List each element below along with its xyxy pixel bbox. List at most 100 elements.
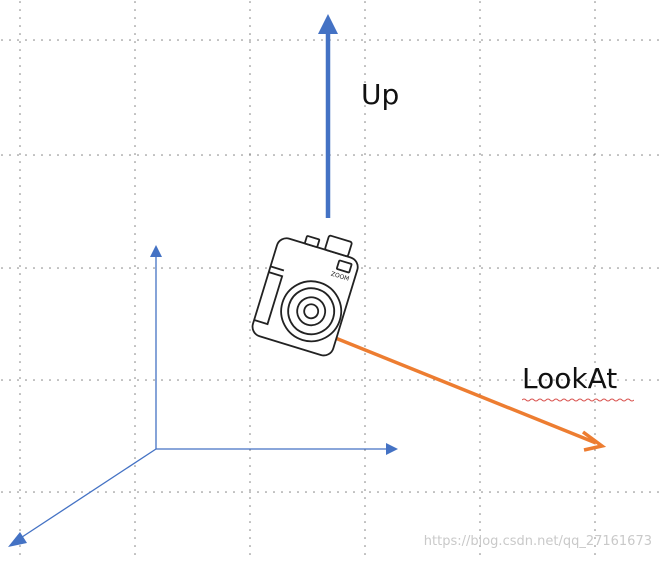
grid-dot	[281, 491, 283, 493]
grid-dot	[153, 267, 155, 269]
lookat-arrow-head	[581, 430, 607, 452]
axis-horizontal-arrowhead	[386, 443, 398, 455]
grid-dot	[241, 39, 243, 41]
grid-dot	[481, 379, 483, 381]
grid-dot	[479, 457, 481, 459]
grid-dot	[249, 353, 251, 355]
grid-dot	[479, 129, 481, 131]
grid-dot	[134, 513, 136, 515]
grid-dot	[479, 521, 481, 523]
grid-dot	[134, 457, 136, 459]
grid-dot	[19, 185, 21, 187]
grid-dot	[113, 154, 115, 156]
grid-dot	[265, 39, 267, 41]
grid-dot	[513, 379, 515, 381]
grid-dot	[249, 89, 251, 91]
grid-dot	[594, 209, 596, 211]
grid-dot	[129, 154, 131, 156]
grid-dot	[345, 379, 347, 381]
grid-dot	[377, 39, 379, 41]
grid-dot	[364, 481, 366, 483]
grid-dot	[161, 267, 163, 269]
grid-dot	[457, 491, 459, 493]
grid-dot	[593, 267, 595, 269]
lookat-label-text: LookAt	[522, 362, 618, 395]
grid-dot	[529, 39, 531, 41]
grid-dot	[249, 553, 251, 555]
grid-dot	[305, 379, 307, 381]
grid-dot	[249, 321, 251, 323]
grid-dot	[134, 1, 136, 3]
grid-dot	[553, 154, 555, 156]
grid-dot	[479, 9, 481, 11]
grid-dot	[497, 154, 499, 156]
grid-dot	[594, 393, 596, 395]
grid-dot	[17, 39, 19, 41]
grid-dot	[19, 497, 21, 499]
grid-dot	[297, 39, 299, 41]
grid-dot	[449, 267, 451, 269]
grid-dot	[364, 497, 366, 499]
grid-dot	[19, 449, 21, 451]
grid-dot	[594, 465, 596, 467]
grid-dot	[65, 379, 67, 381]
grid-dot	[479, 217, 481, 219]
grid-dot	[497, 491, 499, 493]
grid-dot	[625, 491, 627, 493]
grid-dot	[134, 17, 136, 19]
grid-dot	[129, 379, 131, 381]
grid-dot	[321, 39, 323, 41]
grid-dot	[594, 265, 596, 267]
lookat-arrow-shaft	[317, 329, 597, 445]
grid-dot	[594, 305, 596, 307]
grid-dot	[377, 491, 379, 493]
grid-dot	[134, 489, 136, 491]
grid-dot	[364, 529, 366, 531]
grid-dot	[19, 233, 21, 235]
grid-dot	[134, 497, 136, 499]
grid-dot	[641, 154, 643, 156]
grid-dot	[81, 267, 83, 269]
grid-dot	[249, 241, 251, 243]
grid-dot	[364, 137, 366, 139]
grid-dot	[1, 39, 3, 41]
grid-dot	[561, 491, 563, 493]
grid-dot	[594, 545, 596, 547]
grid-dot	[113, 491, 115, 493]
grid-dot	[105, 267, 107, 269]
grid-dot	[364, 489, 366, 491]
grid-dot	[364, 17, 366, 19]
grid-dot	[177, 154, 179, 156]
grid-dot	[249, 361, 251, 363]
grid-dot	[321, 154, 323, 156]
grid-dot	[361, 267, 363, 269]
grid-dot	[73, 267, 75, 269]
grid-dot	[249, 521, 251, 523]
grid-dot	[134, 57, 136, 59]
grid-dot	[249, 377, 251, 379]
grid-dot	[481, 39, 483, 41]
grid-dot	[364, 225, 366, 227]
grid-dot	[537, 154, 539, 156]
grid-dot	[364, 289, 366, 291]
grid-dot	[134, 377, 136, 379]
grid-dot	[479, 161, 481, 163]
grid-dot	[479, 529, 481, 531]
grid-dot	[19, 105, 21, 107]
grid-dot	[33, 379, 35, 381]
grid-dot	[134, 337, 136, 339]
grid-dot	[364, 73, 366, 75]
grid-dot	[479, 537, 481, 539]
grid-dot	[19, 345, 21, 347]
grid-dot	[353, 39, 355, 41]
grid-dot	[169, 39, 171, 41]
grid-dot	[594, 41, 596, 43]
grid-dot	[19, 385, 21, 387]
grid-dot	[185, 154, 187, 156]
grid-dot	[641, 267, 643, 269]
grid-dot	[481, 491, 483, 493]
grid-dot	[19, 265, 21, 267]
grid-dot	[529, 491, 531, 493]
grid-dot	[217, 154, 219, 156]
